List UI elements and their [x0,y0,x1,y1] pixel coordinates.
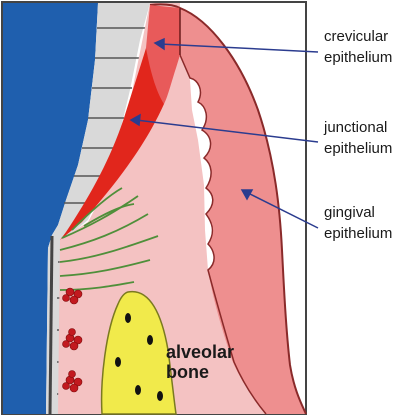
gingival-epithelium-label: gingival epithelium [324,202,392,244]
crevicular-label-line2: epithelium [324,47,392,68]
bone-label-line2: bone [166,362,234,382]
alveolar-bone-label: alveolar bone [166,342,234,382]
gingival-label-line2: epithelium [324,223,392,244]
junctional-epithelium-label: junctional epithelium [324,117,392,159]
gingival-label-line1: gingival [324,202,392,223]
bone-label-line1: alveolar [166,342,234,362]
crevicular-label-line1: crevicular [324,26,392,47]
junctional-label-line2: epithelium [324,138,392,159]
crevicular-epithelium-label: crevicular epithelium [324,26,392,68]
root-surface-line [50,236,52,414]
junctional-label-line1: junctional [324,117,392,138]
